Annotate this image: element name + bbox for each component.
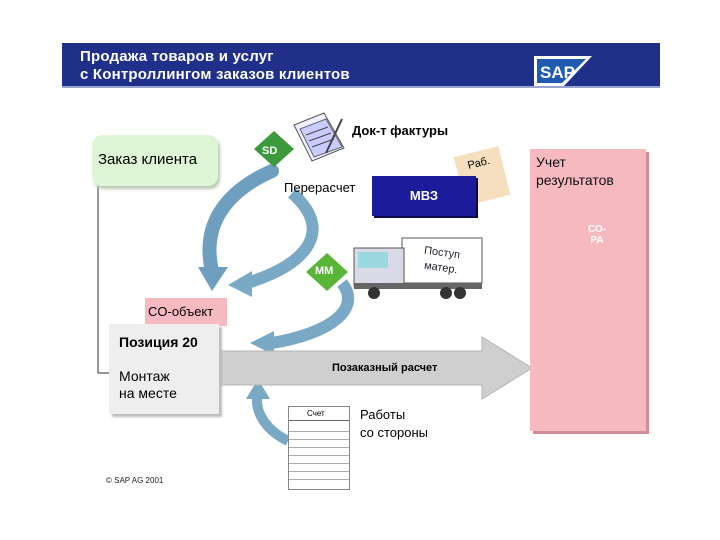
co-object-label: CO-объект xyxy=(148,304,214,319)
results-label: Учет результатов xyxy=(536,154,614,188)
invoice-doc-header: Счет xyxy=(289,407,349,421)
position-line-2: Монтаж xyxy=(119,368,170,384)
flow-arrow-4-head xyxy=(246,379,270,399)
flow-arrow-2 xyxy=(245,188,319,289)
position-title: Позиция 20 xyxy=(119,334,198,350)
flow-arrow-3-head xyxy=(250,331,274,355)
mvz-box: МВЗ xyxy=(372,176,476,216)
order-costing-arrow xyxy=(211,336,533,400)
position-box: Позиция 20 Монтаж на месте xyxy=(109,324,219,414)
sd-diamond xyxy=(254,131,294,167)
invoice-papers-icon xyxy=(293,112,345,162)
title-line-1: Продажа товаров и услуг xyxy=(80,48,274,65)
external-line-2: со стороны xyxy=(360,425,429,440)
invoice-document: Счет xyxy=(288,406,350,490)
sd-badge-text: SD xyxy=(262,145,277,157)
results-box: Учет результатов xyxy=(530,149,646,431)
slide: Продажа товаров и услуг с Контроллингом … xyxy=(62,43,660,495)
mm-diamond xyxy=(306,253,348,291)
external-works-label: Работы со стороны xyxy=(360,406,428,442)
title-line-2: с Контроллингом заказов клиентов xyxy=(80,66,350,83)
title-separator xyxy=(62,86,660,88)
copa-line-1: CO- xyxy=(587,224,607,235)
co-object-box: CO-объект xyxy=(145,298,227,326)
flow-arrow-2-head xyxy=(228,271,252,297)
copyright: © SAP AG 2001 xyxy=(106,476,164,485)
sap-logo-text: SAP xyxy=(540,63,575,82)
external-line-1: Работы xyxy=(360,407,406,422)
order-costing-label: Позаказный расчет xyxy=(332,362,438,374)
mm-badge-label: MM xyxy=(315,265,334,277)
flow-arrow-1 xyxy=(202,164,279,278)
flow-arrow-1-head xyxy=(198,267,228,291)
invoice-label: Док-т фактуры xyxy=(352,123,449,138)
position-line-3: на месте xyxy=(119,385,177,401)
recalc-label: Перерасчет xyxy=(284,180,356,195)
customer-order-label: Заказ клиента xyxy=(98,151,198,168)
truck-icon xyxy=(353,237,483,299)
customer-order-box: Заказ клиента xyxy=(92,135,218,186)
copa-line-2: PA xyxy=(590,235,604,246)
sap-logo: SAP xyxy=(534,56,592,86)
flow-arrow-4 xyxy=(252,391,291,446)
flow-arrow-3 xyxy=(271,279,354,349)
copa-badge-label: CO- PA xyxy=(584,224,610,246)
